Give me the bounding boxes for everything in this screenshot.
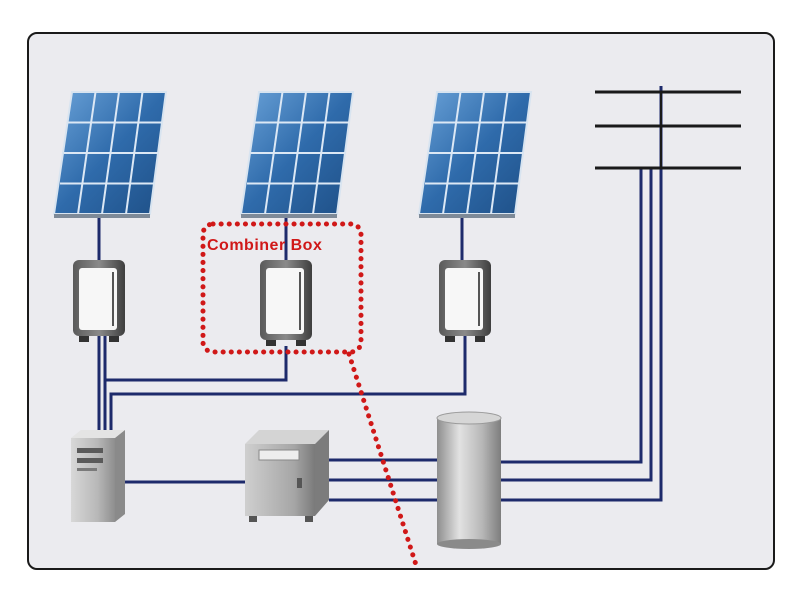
solar-panel [52,91,168,218]
diagram-frame: Combiner Box [27,32,775,570]
callout-label: Combiner Box [207,237,322,254]
power-line-crossbars [595,90,741,170]
combiner-box [260,260,312,346]
inverter-cabinet [245,430,329,522]
wiring [97,86,663,502]
solar-panel [417,91,533,218]
combiner-box [73,260,125,342]
computer-tower [71,430,125,522]
combiner-box-callout: Combiner Box [200,221,420,568]
combiner-box [439,260,491,342]
solar-system-diagram: Combiner Box [52,86,741,568]
transformer-cylinder [436,411,502,549]
solar-panel [239,91,355,218]
